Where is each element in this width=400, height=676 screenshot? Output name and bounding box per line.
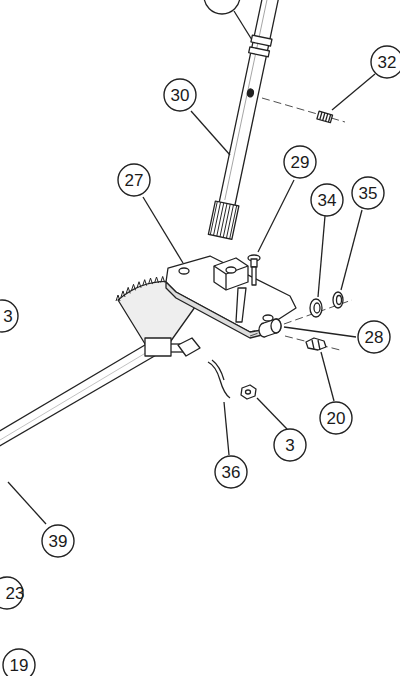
callout-number: 20 xyxy=(319,401,353,435)
callout-number: 35 xyxy=(351,176,385,210)
callout-bubble: 35 xyxy=(351,176,385,210)
bracket xyxy=(166,256,296,356)
screw xyxy=(248,255,260,285)
callout-bubble: 30 xyxy=(163,78,197,112)
callout-number: 19 xyxy=(2,648,36,676)
callout-bubble: 39 xyxy=(41,524,75,558)
leader-line xyxy=(332,74,375,110)
leader-line xyxy=(318,216,325,297)
leader-line xyxy=(143,197,183,263)
washer xyxy=(310,292,343,317)
leader-line xyxy=(321,352,334,401)
leader-line xyxy=(8,482,46,524)
callout-number: 23 xyxy=(0,576,32,610)
callout-bubble: 36 xyxy=(214,455,248,489)
callout-number: 3 xyxy=(273,428,307,462)
callout-bubble: 23 xyxy=(0,576,24,610)
callout-number: 28 xyxy=(357,320,391,354)
leader-line xyxy=(224,402,229,455)
callout-bubble: 20 xyxy=(319,401,353,435)
callout-bubble: 3 xyxy=(0,299,19,333)
callout-number: 32 xyxy=(370,45,400,79)
callout-number: 3 xyxy=(0,299,25,333)
callout-bubble: 28 xyxy=(357,320,391,354)
leader-line xyxy=(341,210,362,290)
callout-bubble: 19 xyxy=(2,648,36,676)
grease-fitting xyxy=(306,338,326,350)
callout-number: 34 xyxy=(310,183,344,217)
set-screw xyxy=(317,111,333,123)
callout-bubble: 32 xyxy=(370,45,400,79)
bushing xyxy=(259,319,281,337)
callout-number: 39 xyxy=(41,524,75,558)
callout-bubble: 3 xyxy=(273,428,307,462)
shaft xyxy=(208,0,282,239)
nut xyxy=(241,385,256,399)
callout-bubble: 27 xyxy=(117,163,151,197)
callout-number: 29 xyxy=(283,145,317,179)
leader-line xyxy=(257,398,287,429)
long-shaft xyxy=(0,342,158,447)
callout-bubble: 29 xyxy=(283,145,317,179)
leader-line xyxy=(258,180,294,252)
callout-number: 27 xyxy=(117,163,151,197)
pin xyxy=(208,360,230,398)
leader-line xyxy=(234,11,252,40)
leader-line xyxy=(191,111,230,155)
leader-line xyxy=(284,327,356,337)
callout-number: 36 xyxy=(214,455,248,489)
callout-bubble: 34 xyxy=(310,183,344,217)
callout-number: 30 xyxy=(163,78,197,112)
